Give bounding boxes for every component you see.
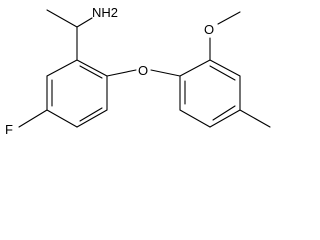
chiral-carbon-to-methyl-bond <box>46 9 78 28</box>
fluorophenyl-ring <box>46 59 108 128</box>
chemical-structure-diagram: NH2 O O F <box>5 5 271 137</box>
amine-label: NH2 <box>92 5 118 20</box>
ring-b-bond-5 <box>179 109 211 128</box>
ether-oxygen-to-ring-b-bond <box>150 69 181 77</box>
chiral-carbon-to-amine-bond <box>76 17 93 28</box>
ring-a-double-2 <box>79 107 103 122</box>
ring-a-to-ether-oxygen-bond <box>106 69 137 77</box>
ring-to-fluorine-bond <box>18 109 48 128</box>
fluorine-label: F <box>5 122 13 137</box>
ring-a-bond-4 <box>46 109 78 128</box>
methoxy-methylphenyl-ring <box>179 59 241 128</box>
methoxy-oxygen-to-methyl-bond <box>217 11 241 25</box>
ring-a-bond-3 <box>76 109 108 128</box>
methoxy-oxygen-label: O <box>204 22 214 37</box>
ring-b-bond-4 <box>209 109 241 128</box>
ring-b-bond-1 <box>179 59 211 77</box>
ring-a-double-1 <box>79 65 103 79</box>
ring-b-double-2 <box>212 105 236 121</box>
substituent-bonds <box>18 9 271 128</box>
ether-oxygen-label: O <box>138 63 148 78</box>
atom-labels: NH2 O O F <box>5 5 214 137</box>
ring-a-bond-6 <box>46 59 78 77</box>
ring-b-bond-2 <box>209 59 241 77</box>
ring-a-bond-1 <box>76 59 108 77</box>
ring-to-methyl-bond <box>239 109 271 128</box>
ring-b-double-1 <box>209 65 236 81</box>
